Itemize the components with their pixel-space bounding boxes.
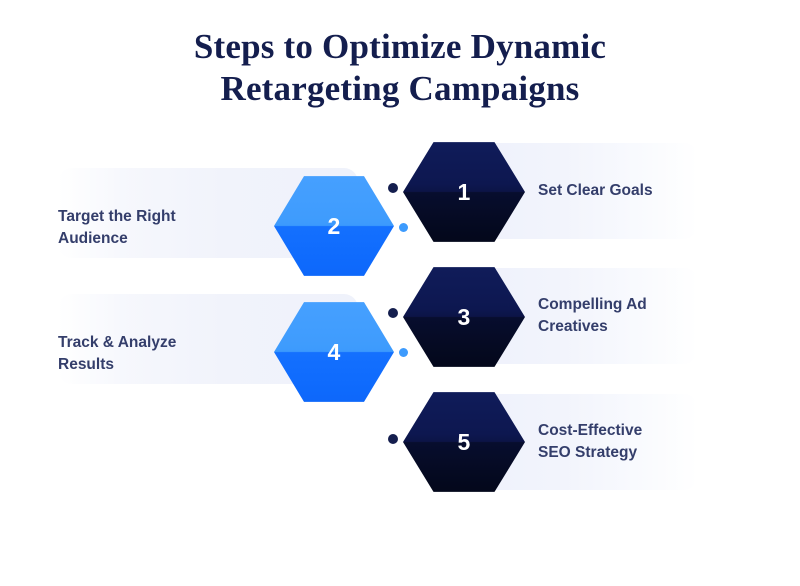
step-hexagon-4-fill	[274, 302, 394, 402]
step-hexagon-5-fill	[403, 392, 525, 492]
step-number-1: 1	[457, 178, 471, 205]
page-title-line-1: Steps to Optimize Dynamic	[193, 27, 607, 66]
connector-dot-light-1	[399, 223, 408, 232]
step-label-4-line-1: Track & Analyze	[58, 334, 177, 351]
step-label-5-line-2: SEO Strategy	[538, 444, 638, 461]
step-label-3-line-2: Creatives	[538, 318, 608, 335]
step-label-4: Track & Analyze Results	[58, 332, 268, 376]
step-label-5-line-1: Cost-Effective	[538, 422, 643, 439]
step-label-3: Compelling Ad Creatives	[538, 294, 708, 338]
step-hexagon-1[interactable]: 1	[403, 142, 525, 242]
step-label-4-line-2: Results	[58, 356, 114, 373]
step-number-2: 2	[327, 212, 341, 239]
connector-dot-dark-3	[388, 434, 398, 444]
step-hexagon-4[interactable]: 4	[274, 302, 394, 402]
connector-dot-dark-1	[388, 183, 398, 193]
step-hexagon-2[interactable]: 2	[274, 176, 394, 276]
step-number-5: 5	[457, 428, 471, 455]
step-label-2: Target the Right Audience	[58, 206, 268, 250]
step-hexagon-5[interactable]: 5	[403, 392, 525, 492]
step-label-5: Cost-Effective SEO Strategy	[538, 420, 708, 464]
step-label-2-line-2: Audience	[58, 230, 128, 247]
connector-dot-dark-2	[388, 308, 398, 318]
connector-dot-light-2	[399, 348, 408, 357]
step-label-1-line-1: Set Clear Goals	[538, 182, 653, 199]
step-label-1: Set Clear Goals	[538, 180, 708, 202]
step-hexagon-1-fill	[403, 142, 525, 242]
step-number-4: 4	[327, 338, 341, 365]
step-hexagon-2-fill	[274, 176, 394, 276]
page-title: Steps to Optimize Dynamic Retargeting Ca…	[0, 26, 800, 110]
step-hexagon-3[interactable]: 3	[403, 267, 525, 367]
step-label-2-line-1: Target the Right	[58, 208, 176, 225]
page-title-line-2: Retargeting Campaigns	[220, 69, 580, 108]
step-hexagon-3-fill	[403, 267, 525, 367]
step-number-3: 3	[457, 303, 471, 330]
step-label-3-line-1: Compelling Ad	[538, 296, 647, 313]
